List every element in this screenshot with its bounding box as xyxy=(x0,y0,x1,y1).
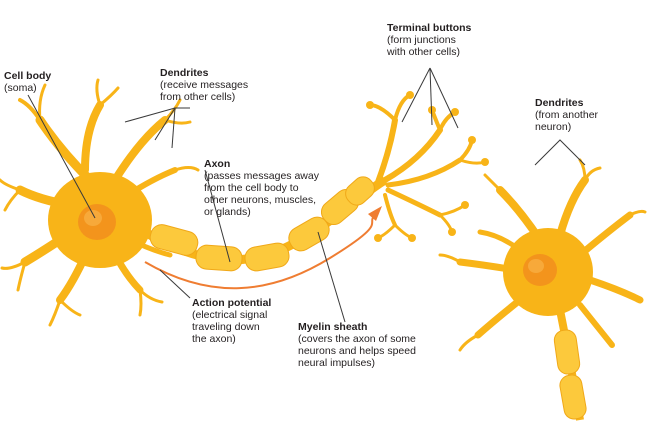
label-terminal-buttons: Terminal buttons (form junctions with ot… xyxy=(387,22,472,58)
label-myelin-sheath: Myelin sheath (covers the axon of some n… xyxy=(298,321,416,369)
label-cell-body: Cell body (soma) xyxy=(4,70,52,94)
label-dendrites-another: Dendrites (from another neuron) xyxy=(535,97,599,133)
label-action-potential: Action potential (electrical signal trav… xyxy=(192,297,272,345)
myelin-sheath-segments xyxy=(149,176,375,272)
action-potential-arrow xyxy=(144,206,382,290)
label-dendrites-receive: Dendrites (receive messages from other c… xyxy=(160,67,249,103)
terminal-button-knobs xyxy=(366,91,489,242)
axon-terminals xyxy=(368,93,487,240)
cell-body xyxy=(48,172,152,268)
leader-lines xyxy=(27,67,586,323)
neuron-2-cell-body xyxy=(503,228,593,316)
neuron-2-axon xyxy=(553,309,587,421)
label-axon: Axon (passes messages away from the cell… xyxy=(204,158,319,218)
